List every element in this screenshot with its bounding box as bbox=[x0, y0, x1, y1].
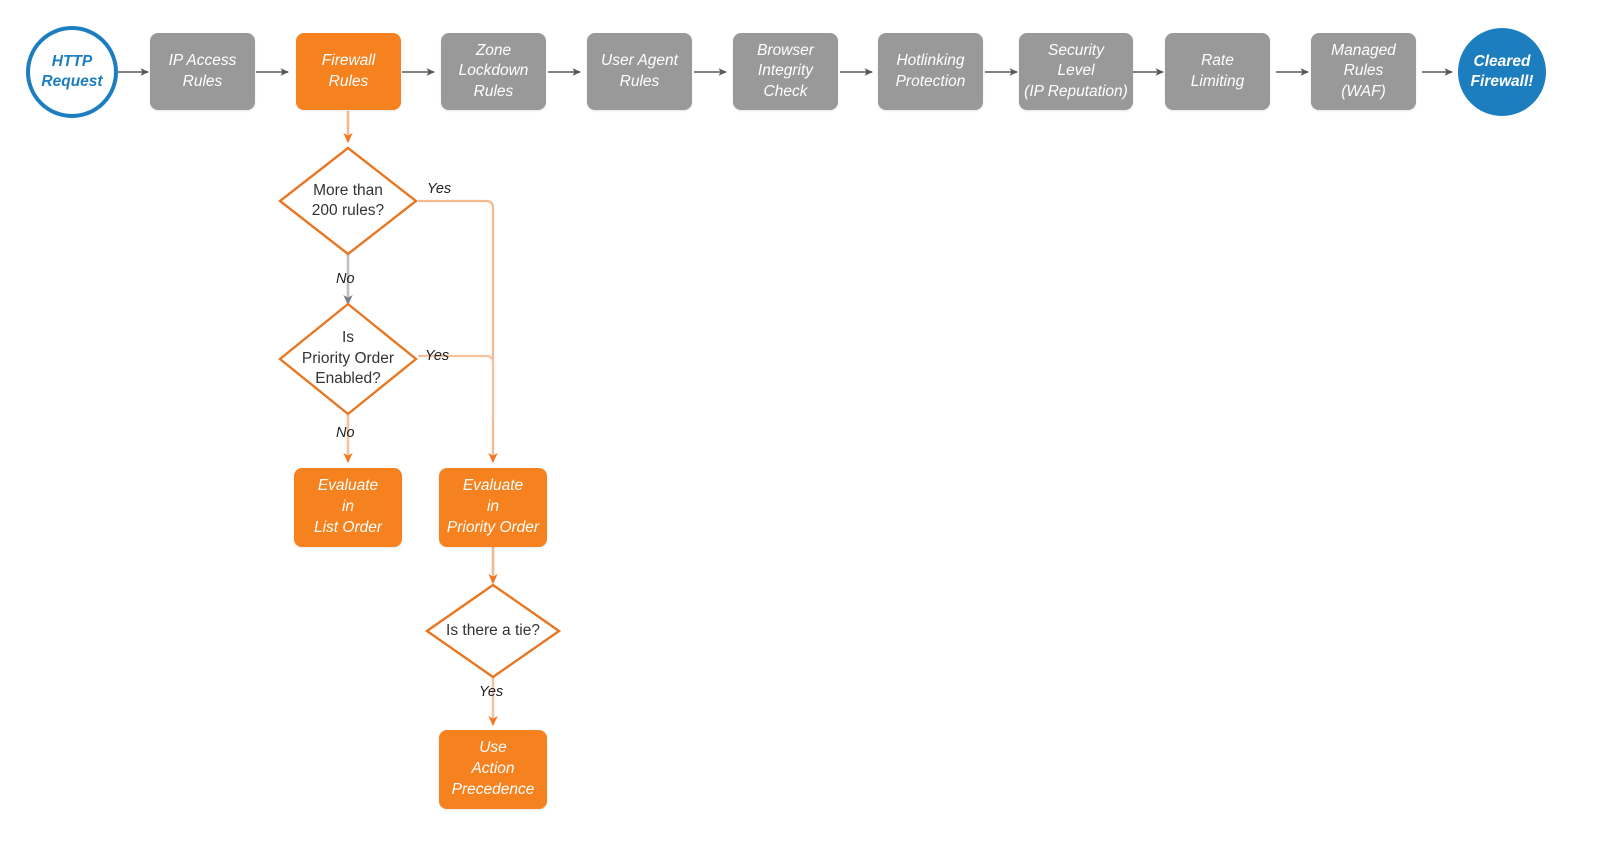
decision-is-there-a-tie[interactable]: Is there a tie? bbox=[425, 583, 561, 679]
action-evaluate-in-priority-order[interactable]: Evaluate in Priority Order bbox=[439, 468, 547, 547]
node-label-line: Integrity bbox=[757, 62, 814, 80]
action-label-line: List Order bbox=[313, 518, 383, 536]
node-firewall-rules[interactable]: Firewall Rules bbox=[296, 33, 401, 110]
node-label-line: Check bbox=[763, 82, 808, 100]
diamond-shape bbox=[278, 302, 418, 416]
action-use-action-precedence[interactable]: Use Action Precedence bbox=[439, 730, 547, 809]
node-label-line: Security bbox=[1047, 41, 1104, 59]
node-label-line: Limiting bbox=[1190, 72, 1245, 90]
node-http-request[interactable]: HTTP Request bbox=[26, 26, 118, 118]
action-label-line: Action bbox=[471, 760, 515, 778]
node-label-line: Rules bbox=[182, 72, 223, 90]
node-browser-integrity-check[interactable]: Browser Integrity Check bbox=[733, 33, 838, 110]
action-label-line: Priority Order bbox=[446, 518, 540, 536]
node-user-agent-rules[interactable]: User Agent Rules bbox=[587, 33, 692, 110]
action-label-line: Use bbox=[479, 739, 507, 757]
decision-label-line: Enabled? bbox=[315, 370, 381, 388]
node-security-level[interactable]: Security Level (IP Reputation) bbox=[1019, 33, 1133, 110]
node-label-line: HTTP bbox=[51, 52, 93, 70]
node-label-line: Managed bbox=[1331, 41, 1396, 59]
decision-is-priority-order-enabled[interactable]: Is Priority Order Enabled? bbox=[278, 302, 418, 416]
node-hotlinking-protection[interactable]: Hotlinking Protection bbox=[878, 33, 983, 110]
node-label-line: (WAF) bbox=[1341, 82, 1386, 100]
node-label-line: Rules bbox=[473, 82, 514, 100]
edge-label-no-more-than-200: No bbox=[336, 271, 355, 287]
node-ip-access-rules[interactable]: IP Access Rules bbox=[150, 33, 255, 110]
node-cleared-firewall[interactable]: Cleared Firewall! bbox=[1458, 28, 1546, 116]
edge-label-no-priority-order: No bbox=[336, 425, 355, 441]
node-managed-rules-waf[interactable]: Managed Rules (WAF) bbox=[1311, 33, 1416, 110]
decision-label-line: 200 rules? bbox=[311, 202, 385, 219]
node-label-line: Rate bbox=[1201, 52, 1234, 70]
node-zone-lockdown-rules[interactable]: Zone Lockdown Rules bbox=[441, 33, 546, 110]
node-label-line: User Agent bbox=[601, 52, 678, 70]
action-label-line: Evaluate bbox=[462, 477, 524, 495]
node-label-line: Firewall bbox=[321, 52, 376, 70]
action-evaluate-in-list-order[interactable]: Evaluate in List Order bbox=[294, 468, 402, 547]
node-label-line: Rules bbox=[1343, 62, 1384, 80]
decision-label-line: Is there a tie? bbox=[446, 621, 540, 639]
node-label-line: Protection bbox=[895, 72, 966, 90]
edge-label-yes-more-than-200: Yes bbox=[427, 181, 452, 197]
node-label-line: (IP Reputation) bbox=[1024, 82, 1128, 100]
action-label-line: Evaluate bbox=[317, 477, 379, 495]
node-label-line: Zone bbox=[475, 41, 512, 59]
node-label-line: IP Access bbox=[168, 52, 237, 70]
node-label-line: Request bbox=[41, 73, 103, 90]
node-label-line: Hotlinking bbox=[896, 52, 965, 70]
diamond-shape bbox=[278, 146, 418, 256]
node-label-line: Firewall! bbox=[1470, 73, 1534, 90]
edge-label-yes-is-there-a-tie: Yes bbox=[479, 684, 504, 700]
decision-label-line: Priority Order bbox=[301, 349, 395, 367]
action-label-line: in bbox=[486, 498, 500, 516]
action-label-line: in bbox=[341, 498, 355, 516]
edge-label-yes-priority-order: Yes bbox=[425, 348, 450, 364]
node-label-line: Rules bbox=[328, 72, 369, 90]
node-label-line: Lockdown bbox=[458, 62, 529, 80]
node-label-line: Cleared bbox=[1473, 52, 1531, 70]
node-label-line: Rules bbox=[619, 72, 660, 90]
decision-label-line: Is bbox=[341, 329, 355, 347]
node-label-line: Level bbox=[1057, 62, 1095, 80]
decision-label-line: More than bbox=[313, 181, 383, 199]
node-label-line: Browser bbox=[757, 41, 814, 59]
diamond-shape bbox=[425, 583, 561, 679]
action-label-line: Precedence bbox=[451, 780, 535, 798]
decision-more-than-200-rules[interactable]: More than 200 rules? bbox=[278, 146, 418, 256]
node-rate-limiting[interactable]: Rate Limiting bbox=[1165, 33, 1270, 110]
